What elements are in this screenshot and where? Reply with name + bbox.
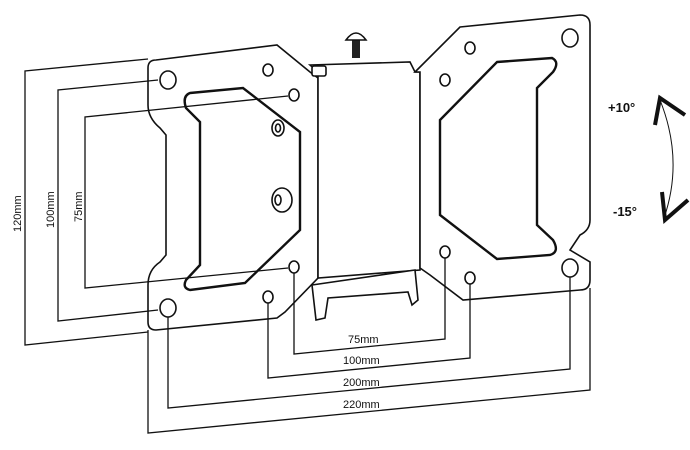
label-100mm: 100mm	[45, 191, 57, 228]
dim-line-100mm	[57, 79, 159, 322]
label-h-100mm: 100mm	[343, 355, 380, 367]
screw-knob-lower	[271, 187, 293, 213]
label-h-220mm: 220mm	[343, 399, 380, 411]
dim-line-h-220mm	[147, 288, 591, 434]
tilt-down-label: -15°	[613, 204, 637, 219]
label-75mm: 75mm	[73, 191, 85, 222]
tilt-up-label: +10°	[608, 100, 635, 115]
dim-line-75mm	[84, 95, 289, 289]
label-120mm: 120mm	[12, 195, 24, 232]
left-cutout	[183, 86, 302, 292]
tilt-arrow-icon	[653, 94, 690, 225]
dim-line-h-100mm	[267, 284, 471, 379]
center-bar	[307, 61, 421, 279]
top-screw	[311, 32, 368, 77]
label-h-75mm: 75mm	[348, 334, 379, 346]
dim-line-h-200mm	[167, 277, 571, 409]
dim-line-120mm	[24, 58, 149, 346]
right-cutout	[438, 56, 558, 261]
dim-line-h-75mm	[293, 258, 446, 355]
bottom-handle	[311, 269, 419, 321]
label-h-200mm: 200mm	[343, 377, 380, 389]
screw-knob-upper	[271, 119, 285, 137]
